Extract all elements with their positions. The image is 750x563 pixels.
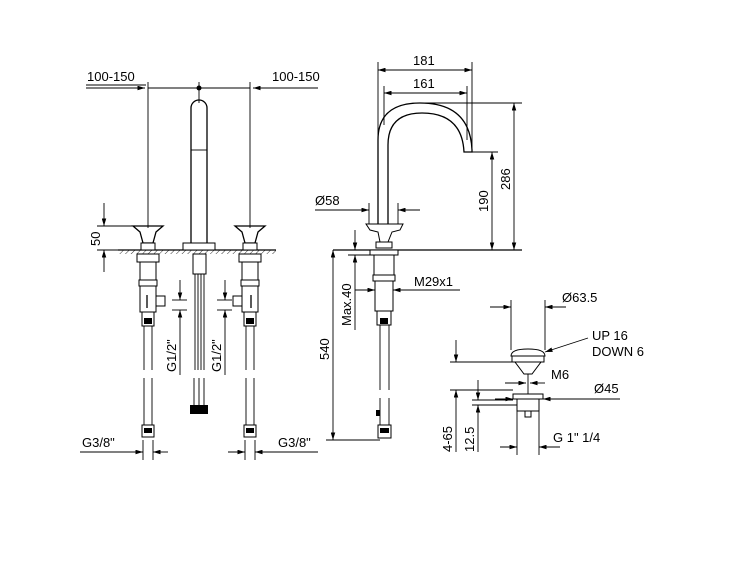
spacing-right-label: 100-150 (272, 69, 320, 84)
reach-outer-label: 181 (413, 53, 435, 68)
basin-thickness-label: 4-65 (440, 426, 455, 452)
side-view: 181 161 286 190 Ø58 Max.4 (315, 53, 522, 441)
base-diameter-label: Ø58 (315, 193, 340, 208)
flange-height-label: 12.5 (462, 427, 477, 452)
valve-right (232, 225, 267, 438)
cap-diameter-label: Ø63.5 (562, 290, 597, 305)
inlet-left-label: G1/2" (164, 339, 179, 372)
outlet-height-label: 190 (476, 190, 491, 212)
rod-thread-label: M6 (551, 367, 569, 382)
hose-left-label: G3/8" (82, 435, 115, 450)
reach-inner-label: 161 (413, 76, 435, 91)
drain-view: Ø63.5 UP 16 DOWN 6 M6 Ø45 4-65 12.5 G 1"… (440, 290, 644, 455)
travel-down-label: DOWN 6 (592, 344, 644, 359)
outlet-thread-label: G 1" 1/4 (553, 430, 600, 445)
handle-height-label: 50 (88, 232, 103, 246)
spout-front (182, 99, 216, 414)
hose-right-label: G3/8" (278, 435, 311, 450)
deck-hatching (118, 250, 276, 254)
inlet-right-label: G1/2" (209, 339, 224, 372)
valve-left (131, 225, 166, 438)
front-view: 100-150 100-150 (80, 69, 320, 460)
thread-label: M29x1 (414, 274, 453, 289)
flange-diameter-label: Ø45 (594, 381, 619, 396)
total-height-label: 286 (498, 168, 513, 190)
max-deck-label: Max.40 (339, 283, 354, 326)
travel-up-label: UP 16 (592, 328, 628, 343)
spacing-left-label: 100-150 (87, 69, 135, 84)
hose-length-label: 540 (317, 338, 332, 360)
